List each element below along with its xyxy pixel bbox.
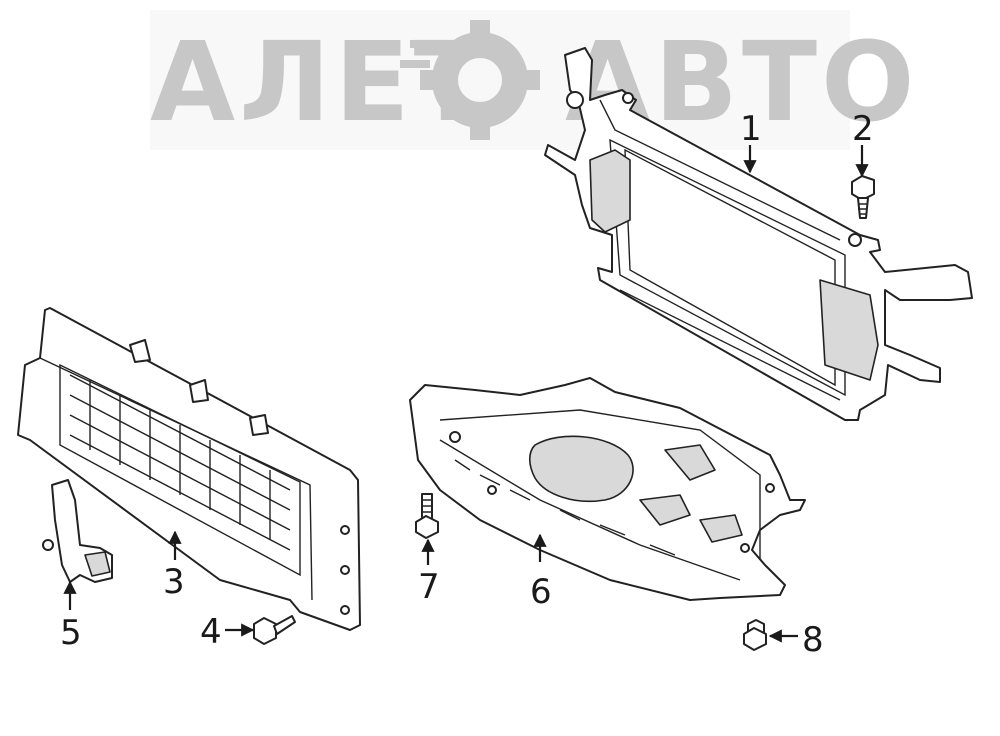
watermark: АЛЕТ АВТО [150, 10, 915, 150]
radiator-support-frame [544, 47, 973, 421]
bolt-part-2 [851, 175, 875, 219]
callout-3: 3 [163, 562, 185, 602]
gear-icon [400, 20, 540, 140]
bracket-part-5 [42, 479, 113, 583]
callout-1: 1 [740, 109, 762, 149]
callout-7: 7 [418, 567, 440, 607]
callout-6: 6 [530, 572, 552, 612]
callout-4: 4 [200, 612, 222, 652]
bolt-part-8 [743, 619, 767, 651]
callout-2: 2 [852, 109, 874, 149]
bolt-part-4 [253, 615, 296, 645]
air-deflector-duct [17, 307, 361, 631]
bolt-part-7 [415, 493, 439, 539]
lower-splash-shield [409, 377, 806, 601]
callout-8: 8 [802, 620, 824, 660]
callout-5: 5 [60, 613, 82, 653]
